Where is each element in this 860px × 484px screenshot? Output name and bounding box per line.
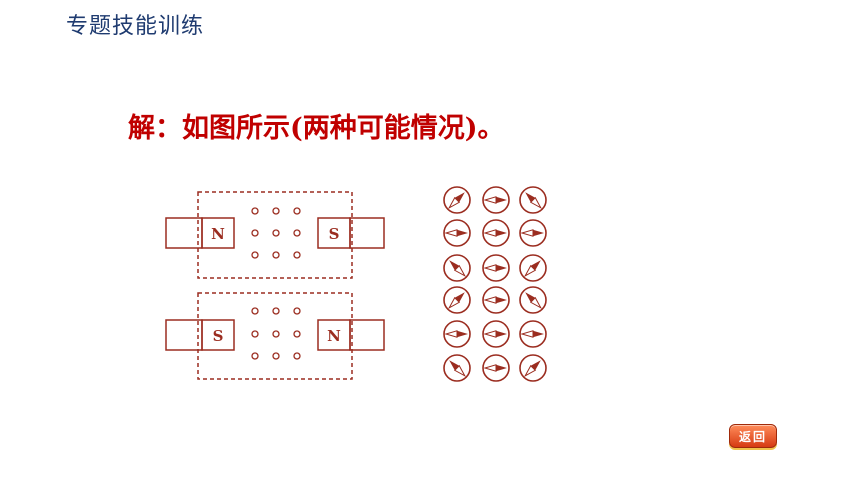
top-left-pole-label: N	[211, 225, 225, 243]
compass-needle	[519, 286, 547, 314]
field-point	[272, 330, 280, 338]
back-button[interactable]: 返回	[729, 424, 777, 448]
field-point	[251, 251, 259, 259]
field-point	[293, 207, 301, 215]
bottom-field-region	[197, 292, 353, 380]
compass-needle	[443, 254, 471, 282]
field-point	[293, 352, 301, 360]
top-left-magnet-pole	[201, 217, 235, 249]
field-point	[251, 307, 259, 315]
compass-needle	[443, 354, 471, 382]
answer-text: 解：如图所示(两种可能情况)。	[128, 113, 505, 144]
field-point	[251, 229, 259, 237]
field-point	[293, 229, 301, 237]
compass-needle	[443, 219, 471, 247]
field-point	[293, 251, 301, 259]
bottom-right-pole-label: N	[327, 327, 341, 345]
top-left-magnet-outer	[165, 217, 203, 249]
compass-needle	[482, 254, 510, 282]
compass-needle	[482, 320, 510, 348]
top-field-region	[197, 191, 353, 279]
field-point	[272, 307, 280, 315]
top-right-pole-label: S	[329, 225, 340, 243]
magnet-field-figure: N S S N	[165, 186, 547, 382]
field-point	[272, 251, 280, 259]
bottom-left-magnet-outer	[165, 319, 203, 351]
compass-needle	[519, 186, 547, 214]
field-point	[272, 352, 280, 360]
section-title: 专题技能训练	[66, 14, 205, 39]
bottom-right-magnet-outer	[349, 319, 385, 351]
compass-needle	[519, 320, 547, 348]
compass-needle	[519, 354, 547, 382]
compass-needle	[519, 219, 547, 247]
compass-needle	[519, 254, 547, 282]
field-point	[251, 207, 259, 215]
compass-needle	[482, 219, 510, 247]
field-point	[293, 307, 301, 315]
top-right-magnet-outer	[349, 217, 385, 249]
compass-needle	[443, 186, 471, 214]
compass-needle	[482, 286, 510, 314]
field-point	[251, 330, 259, 338]
compass-needle	[482, 354, 510, 382]
field-point	[272, 229, 280, 237]
bottom-left-magnet-pole	[201, 319, 235, 351]
compass-needle	[443, 320, 471, 348]
field-point	[251, 352, 259, 360]
compass-needle	[443, 286, 471, 314]
bottom-left-pole-label: S	[213, 327, 224, 345]
compass-needle	[482, 186, 510, 214]
field-point	[293, 330, 301, 338]
field-point	[272, 207, 280, 215]
